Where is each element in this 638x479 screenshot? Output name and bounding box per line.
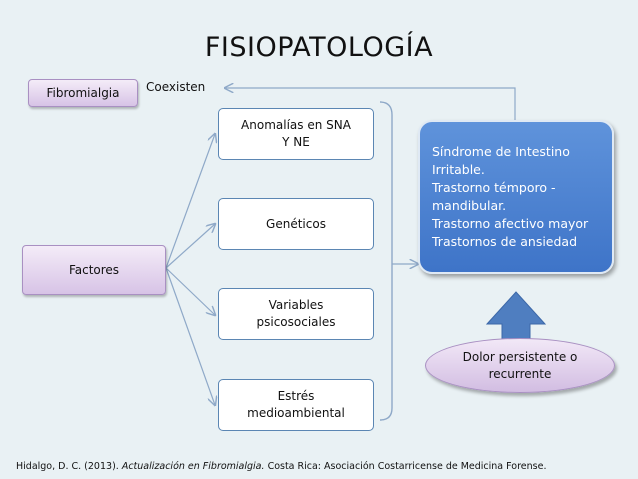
estres-node: Estrés medioambiental: [218, 379, 374, 431]
coexisten-label: Coexisten: [146, 80, 206, 94]
connector-estres: [165, 267, 215, 405]
condition-item: Trastorno témporo -: [432, 180, 556, 195]
variables-node: Variables psicosociales: [218, 288, 374, 340]
conditions-node: Síndrome de Intestino Irritable. Trastor…: [418, 120, 614, 274]
up-arrow-icon: [485, 291, 547, 345]
connector-geneticos: [165, 224, 215, 269]
coexisten-connector: [225, 88, 516, 120]
page-title: FISIOPATOLOGÍA: [204, 32, 434, 63]
citation: Hidalgo, D. C. (2013). Actualización en …: [16, 461, 547, 472]
condition-item: mandibular.: [432, 198, 507, 213]
geneticos-node: Genéticos: [218, 198, 374, 250]
factores-node: Factores: [22, 245, 166, 295]
condition-item: Síndrome de Intestino: [432, 144, 570, 159]
anomalias-node: Anomalías en SNA Y NE: [218, 108, 374, 160]
connector-variables: [165, 267, 215, 315]
fibromialgia-node: Fibromialgia: [28, 79, 138, 107]
connector-anomalias: [165, 134, 215, 269]
group-bracket: [379, 101, 393, 421]
dolor-node: Dolor persistente o recurrente: [425, 338, 615, 393]
condition-item: Trastorno afectivo mayor: [432, 216, 589, 231]
condition-item: Trastornos de ansiedad: [432, 234, 578, 249]
condition-item: Irritable.: [432, 162, 485, 177]
